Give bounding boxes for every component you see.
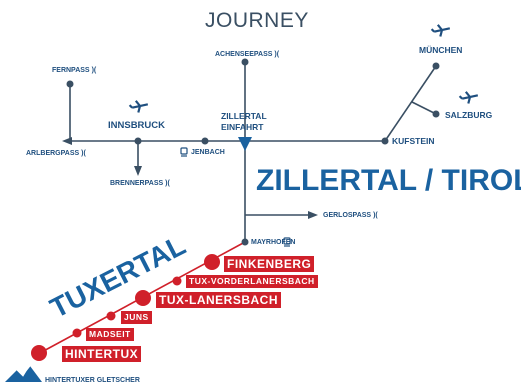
page-title: JOURNEY xyxy=(205,9,309,32)
arlbergpass-label: ARLBERGPASS )( xyxy=(26,150,86,157)
innsbruck-label: INNSBRUCK xyxy=(108,120,165,131)
salzburg-dot xyxy=(432,110,440,118)
jenbach-dot xyxy=(201,137,209,145)
mayrhofen-label: MAYRHOFEN xyxy=(251,239,296,246)
salzburg-label: SALZBURG xyxy=(445,110,493,120)
village-tux-lanersbach: TUX-LANERSBACH xyxy=(156,292,281,308)
mayrhofen-dot xyxy=(241,238,249,246)
fernpass-dot xyxy=(66,80,74,88)
gerlospass-arrow xyxy=(308,211,318,219)
village-hintertux: HINTERTUX xyxy=(62,346,142,362)
zillertal-einfahrt-label-line2: EINFAHRT xyxy=(221,122,264,132)
achenseepass-dot xyxy=(241,58,249,66)
kufstein-dot xyxy=(381,137,389,145)
jenbach-label: JENBACH xyxy=(191,149,225,156)
fernpass-label: FERNPASS )( xyxy=(52,67,97,74)
tux-lanersbach-dot xyxy=(135,290,151,306)
train-icon xyxy=(180,147,188,157)
airplane-icon xyxy=(458,91,479,104)
innsbruck-dot xyxy=(134,137,142,145)
tux-vorderlanersbach-dot xyxy=(172,276,182,286)
airplane-icon xyxy=(128,100,149,113)
zillertal-einfahrt-label-line1: ZILLERTAL xyxy=(221,111,267,121)
brennerpass-label: BRENNERPASS )( xyxy=(110,180,170,187)
arlbergpass-arrow xyxy=(62,137,72,145)
gletscher-label: HINTERTUXER GLETSCHER xyxy=(45,377,140,384)
brennerpass-arrow xyxy=(134,166,142,176)
train-icon xyxy=(283,237,291,247)
achenseepass-label: ACHENSEEPASS )( xyxy=(215,51,280,58)
muenchen-dot xyxy=(432,62,440,70)
finkenberg-dot xyxy=(204,254,220,270)
juns-dot xyxy=(106,311,116,321)
region-zillertal: ZILLERTAL / TIROL xyxy=(256,164,521,197)
hintertux-dot xyxy=(31,345,47,361)
gerlospass-label: GERLOSPASS )( xyxy=(323,212,378,219)
village-madseit: MADSEIT xyxy=(86,328,134,341)
village-tux-vorderlanersbach: TUX-VORDERLANERSBACH xyxy=(186,275,318,288)
kufstein-label: KUFSTEIN xyxy=(392,136,435,146)
muenchen-label: MÜNCHEN xyxy=(419,45,463,55)
village-finkenberg: FINKENBERG xyxy=(224,256,315,272)
salzburg-road xyxy=(411,101,437,115)
village-juns: JUNS xyxy=(121,311,152,324)
muenchen-road xyxy=(384,65,437,142)
airplane-icon xyxy=(430,24,451,37)
zillertal-einfahrt-marker xyxy=(238,137,252,151)
mountain-icon xyxy=(5,366,42,382)
madseit-dot xyxy=(72,328,82,338)
